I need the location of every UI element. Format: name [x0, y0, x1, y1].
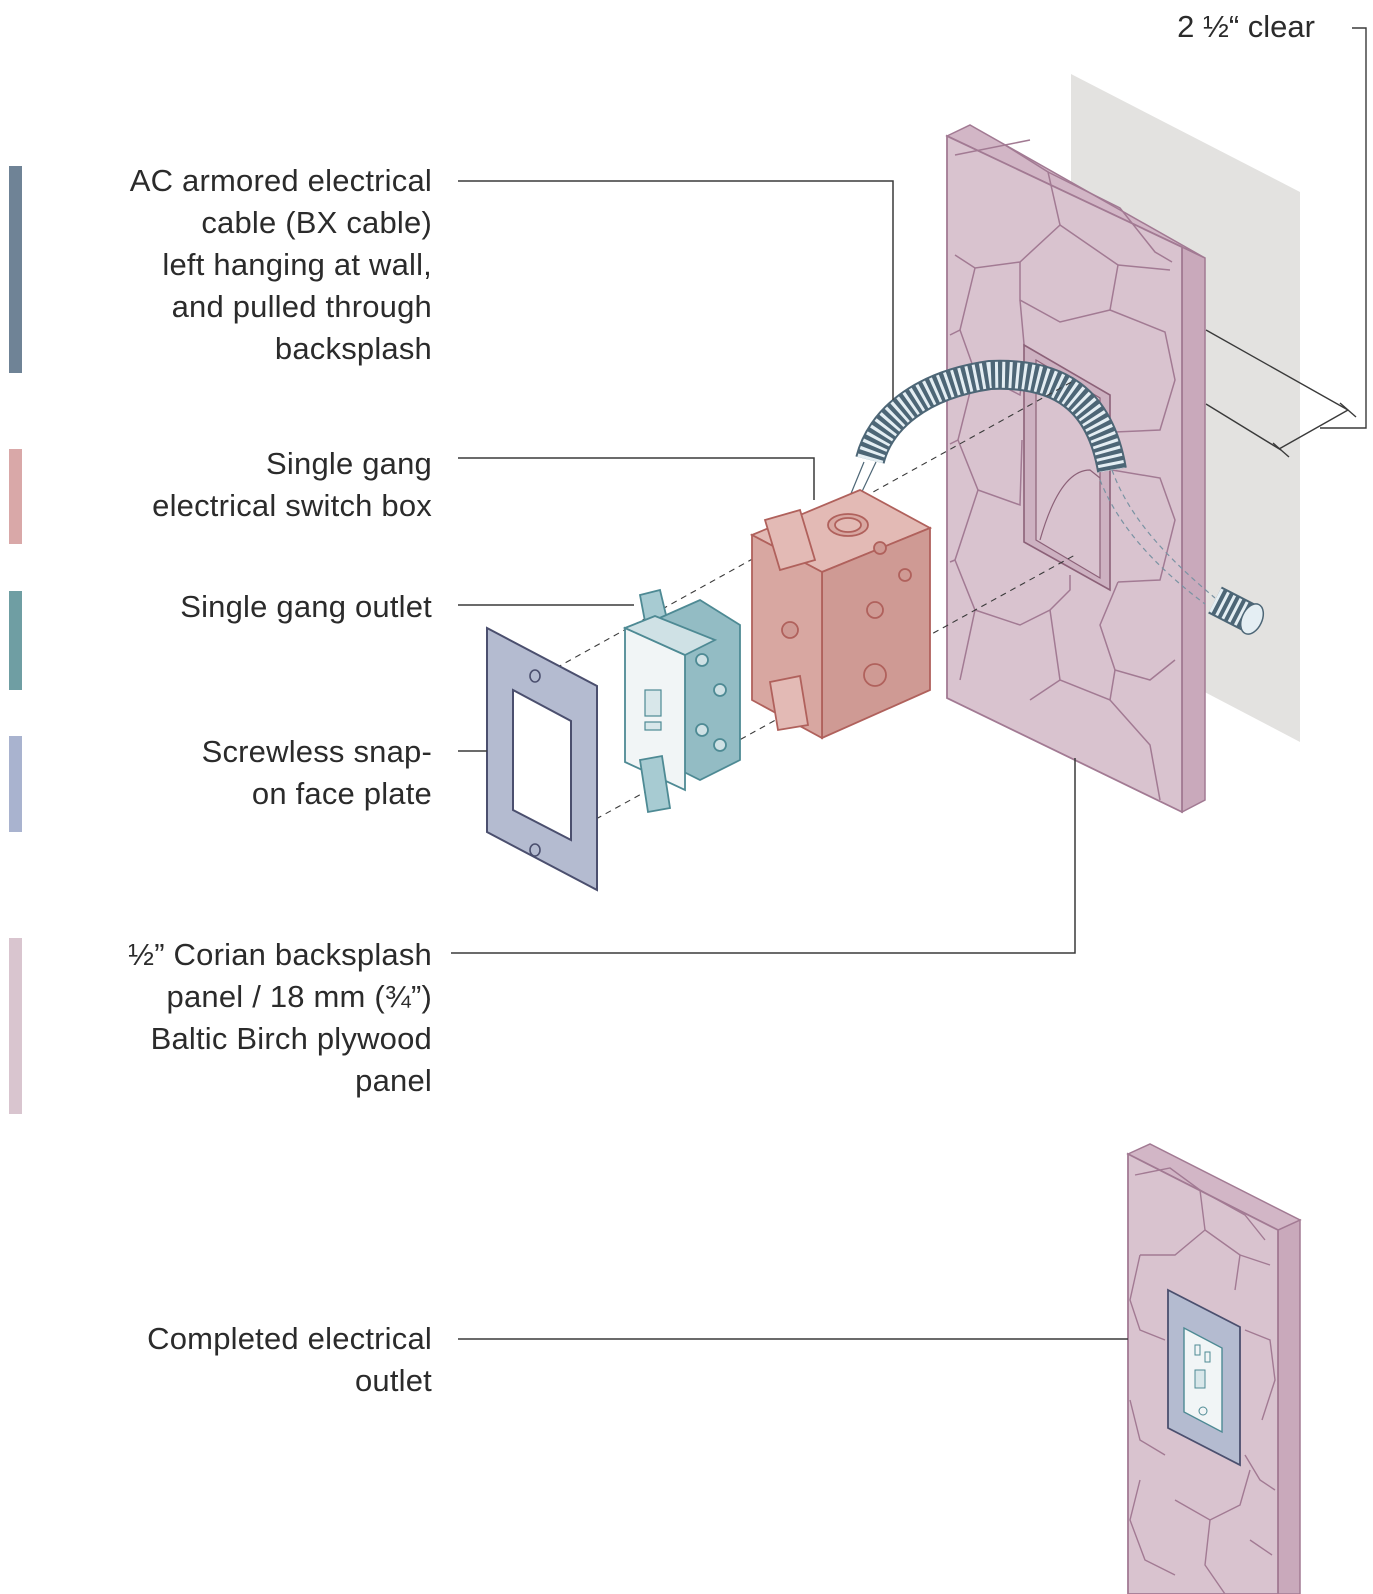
clearance-label: 2 ½“ clear	[1177, 9, 1315, 44]
leader-cable	[458, 180, 894, 400]
swatch-panel	[9, 938, 22, 1114]
label-face-plate: Screwless snap- on face plate	[201, 734, 432, 811]
label-outlet: Single gang outlet	[180, 589, 432, 624]
completed-panel	[1126, 1143, 1302, 1594]
outlet	[622, 588, 741, 814]
face-plate	[486, 626, 598, 892]
swatch-cable	[9, 166, 22, 373]
swatch-outlet	[9, 591, 22, 690]
bx-cable	[849, 359, 1265, 635]
leader-panel	[451, 758, 1076, 954]
label-switch-box: Single gang electrical switch box	[152, 446, 432, 523]
clearance-dimension	[1205, 27, 1367, 458]
label-cable: AC armored electrical cable (BX cable) l…	[129, 163, 432, 366]
swatch-face-plate	[9, 736, 22, 832]
label-completed: Completed electrical outlet	[147, 1321, 432, 1398]
leader-switch-box	[458, 457, 815, 500]
label-panel: ½” Corian backsplash panel / 18 mm (¾”) …	[128, 937, 432, 1098]
switch-box	[749, 489, 933, 740]
leader-lines	[451, 180, 1128, 1340]
swatch-switch-box	[9, 449, 22, 544]
